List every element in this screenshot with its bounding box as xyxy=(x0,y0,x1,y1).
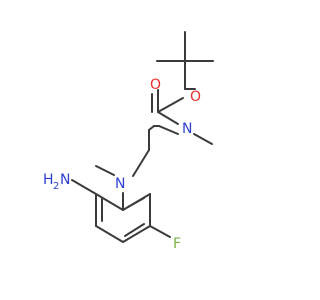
bond xyxy=(193,133,213,145)
nitrogen-carbamate-label: N xyxy=(182,121,192,137)
bond xyxy=(95,193,124,211)
bond xyxy=(149,225,171,238)
amine-h-label: H xyxy=(43,172,54,188)
bond xyxy=(122,225,151,243)
amine-n-label: N xyxy=(60,172,70,188)
bond xyxy=(158,125,179,135)
amine-label: H 2 N xyxy=(43,172,70,192)
oxygen-carbonyl-label: O xyxy=(150,77,161,93)
bond xyxy=(157,111,179,125)
bond xyxy=(132,149,150,177)
structure-diagram: O O N N H 2 N F xyxy=(43,31,214,252)
bond xyxy=(127,197,145,208)
bond xyxy=(95,225,124,243)
fluorine-label: F xyxy=(173,236,181,252)
bond xyxy=(95,165,115,176)
bond xyxy=(124,223,145,237)
bond xyxy=(71,179,97,195)
molecule-canvas: O O N N H 2 N F xyxy=(43,31,214,252)
nitrogen-aniline-label: N xyxy=(115,176,125,192)
bond xyxy=(148,125,155,131)
amine-subscript: 2 xyxy=(53,181,59,192)
oxygen-ester-label: O xyxy=(190,89,201,105)
bond xyxy=(157,97,184,113)
